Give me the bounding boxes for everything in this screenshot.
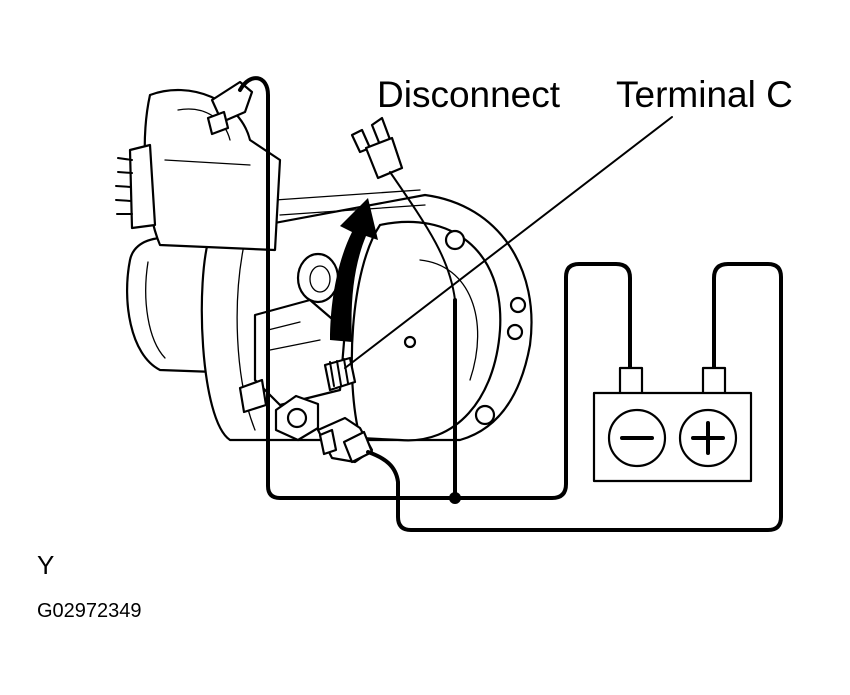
test-wiring: [238, 76, 783, 532]
terminal-c-label: Terminal C: [616, 74, 793, 115]
terminal-c-leader-line: [344, 116, 673, 369]
battery-negative-post: [618, 366, 644, 396]
view-label: Y: [37, 550, 55, 580]
lower-connector: [316, 416, 374, 464]
junction-node: [449, 492, 461, 504]
disconnect-arrow: [330, 198, 378, 342]
starter-motor: [115, 80, 533, 442]
disconnect-label: Disconnect: [377, 74, 561, 115]
battery-positive-post: [701, 366, 727, 396]
battery: [592, 366, 753, 483]
figure-code: G02972349: [37, 600, 142, 622]
